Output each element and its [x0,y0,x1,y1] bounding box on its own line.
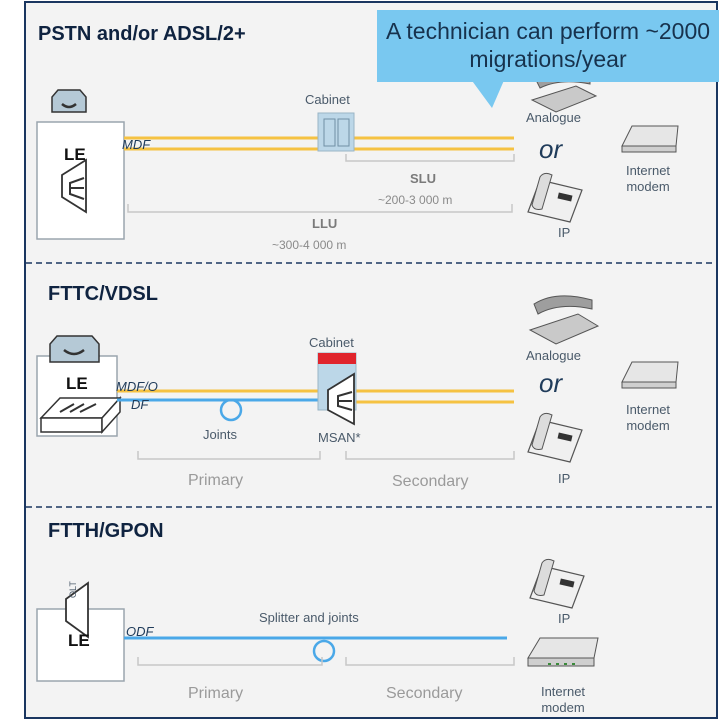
section-title-pstn: PSTN and/or ADSL/2+ [38,23,246,45]
mdf-label: MDF [122,137,151,152]
slu-label: SLU [410,171,436,186]
modem-label-1: Internet modem [625,163,671,195]
primary-label-2: Primary [188,472,244,489]
analogue-label-2: Analogue [526,348,581,363]
analogue-phone-icon [528,295,600,345]
le-label-3: LE [68,631,90,650]
or-label-1: or [539,134,563,164]
or-label-2: or [539,368,563,398]
secondary-bracket-3 [345,657,515,666]
modem-label-2: Internet modem [625,402,671,434]
primary-label-3: Primary [188,685,244,702]
splitter-circle [312,639,336,663]
ip-label-2: IP [558,471,571,486]
primary-bracket-3 [137,657,323,666]
ip-phone-icon [527,172,583,223]
cabinet-label-2: Cabinet [309,335,354,350]
internet-modem-icon [621,361,679,389]
le-label-1: LE [64,145,86,164]
secondary-bracket-2 [345,451,515,460]
line-card-icon [61,158,87,214]
llu-bracket [127,204,513,213]
cabinet-icon [317,112,355,152]
slu-bracket [345,154,515,162]
secondary-label-3: Secondary [386,685,463,702]
olt-icon [65,581,89,639]
le-label-2: LE [66,374,88,393]
callout-box [377,10,719,82]
section-title-ftth: FTTH/GPON [48,520,164,542]
callout-tail [470,78,505,108]
odf-label: ODF [126,624,154,639]
section-fttc [36,295,679,463]
callout-text: A technician can perform ~2000 migration… [385,18,711,73]
mdf-o-label: MDF/O [116,379,158,394]
msan-label: MSAN* [318,430,361,445]
secondary-label-2: Secondary [392,473,469,490]
diagram-frame [24,1,718,719]
analogue-label-1: Analogue [526,110,581,125]
llu-range: ~300-4 000 m [272,238,347,252]
section-ftth [36,558,599,682]
cabinet-label-1: Cabinet [305,92,350,107]
joint-circle [219,398,243,422]
router-icon [39,396,122,434]
internet-modem-icon [527,637,599,667]
msan-cabinet-icon [317,352,357,426]
llu-label: LLU [312,216,338,231]
ip-phone-icon [529,558,585,609]
olt-label: OLT [68,581,78,598]
ip-label-3: IP [558,611,571,626]
section-title-fttc: FTTC/VDSL [48,283,158,305]
df-label: DF [131,397,149,412]
primary-bracket-2 [137,451,321,460]
slu-range: ~200-3 000 m [378,193,453,207]
splitter-joints-label: Splitter and joints [259,610,359,625]
joints-label: Joints [203,427,237,442]
ip-phone-icon [527,412,583,463]
internet-modem-icon [621,125,679,153]
telephone-switch-icon [49,335,100,363]
ip-label-1: IP [558,225,571,240]
modem-label-3: Internet modem [540,684,586,716]
telephone-switch-icon [51,89,87,113]
